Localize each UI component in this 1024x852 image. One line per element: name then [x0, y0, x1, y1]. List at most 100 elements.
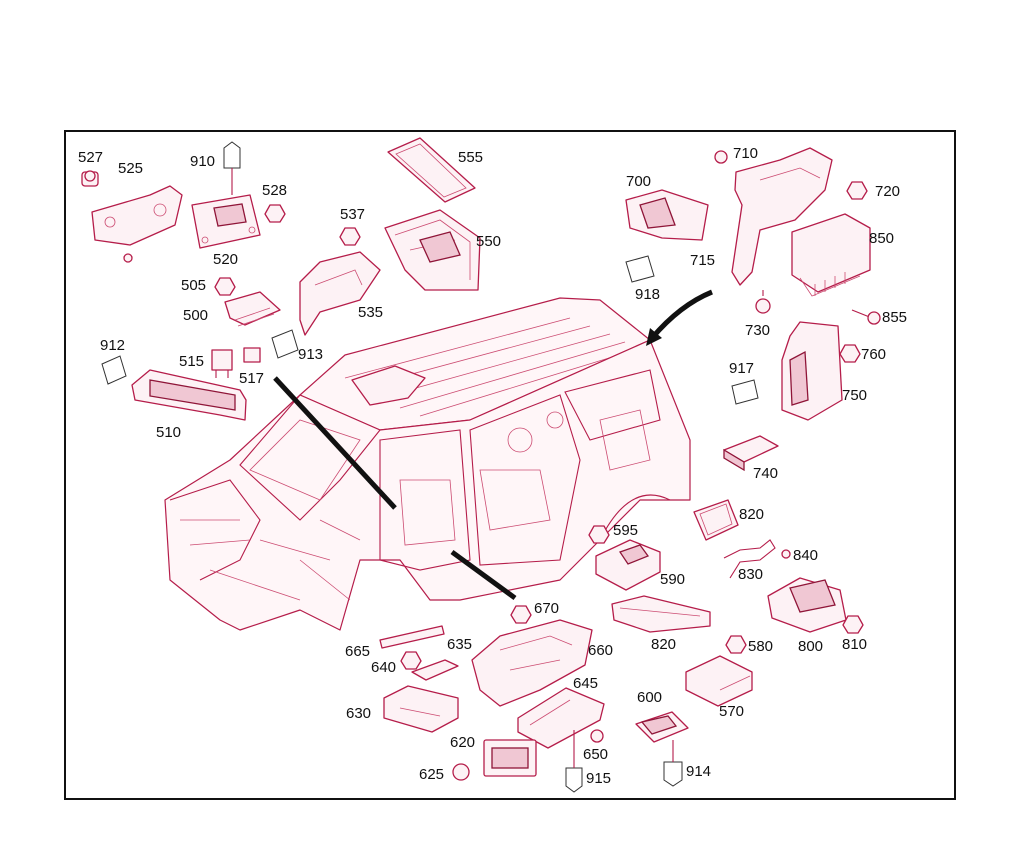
part-500-control-module [224, 291, 281, 327]
part-830-bracket [723, 539, 776, 579]
label-580: 580 [748, 638, 773, 655]
label-640: 640 [371, 659, 396, 676]
part-912-tag [101, 355, 127, 385]
label-515: 515 [179, 353, 204, 370]
label-595: 595 [613, 522, 638, 539]
part-528-nut [264, 204, 286, 223]
label-840: 840 [793, 547, 818, 564]
label-800: 800 [798, 638, 823, 655]
label-918: 918 [635, 286, 660, 303]
label-527: 527 [78, 149, 103, 166]
part-710-washer [714, 150, 728, 164]
part-525-bracket [91, 185, 183, 263]
label-730: 730 [745, 322, 770, 339]
part-800-control-module [767, 577, 847, 633]
label-630: 630 [346, 705, 371, 722]
label-740: 740 [753, 465, 778, 482]
part-665-strip [379, 625, 445, 649]
part-537-nut [339, 227, 361, 246]
label-670: 670 [534, 600, 559, 617]
label-810: 810 [842, 636, 867, 653]
label-710: 710 [733, 145, 758, 162]
part-914-tag [663, 740, 683, 787]
part-505-nut [214, 277, 236, 296]
label-550: 550 [476, 233, 501, 250]
label-510: 510 [156, 424, 181, 441]
part-600-control-module [635, 711, 689, 743]
label-910: 910 [190, 153, 215, 170]
label-520: 520 [213, 251, 238, 268]
part-590-control-module [595, 539, 661, 591]
label-590: 590 [660, 571, 685, 588]
part-915-tag [565, 730, 583, 793]
label-855: 855 [882, 309, 907, 326]
part-760-nut [839, 344, 861, 363]
part-855-bolt [851, 309, 881, 325]
label-830: 830 [738, 566, 763, 583]
part-517-relay [243, 347, 261, 363]
part-640-nut [400, 651, 422, 670]
label-915: 915 [586, 770, 611, 787]
label-913: 913 [298, 346, 323, 363]
label-635: 635 [447, 636, 472, 653]
part-625-nut [452, 763, 470, 781]
label-720: 720 [875, 183, 900, 200]
part-515-relay [211, 349, 233, 378]
label-525: 525 [118, 160, 143, 177]
leader-arrow-right [650, 289, 713, 340]
part-550-fuse-box [384, 209, 481, 291]
part-527-nut [81, 170, 99, 187]
diagram-frame [64, 130, 956, 800]
callout-labels: 527 525 910 528 520 555 537 550 535 505 … [78, 145, 907, 787]
label-917: 917 [729, 360, 754, 377]
label-750: 750 [842, 387, 867, 404]
vehicle-body-shell [164, 297, 691, 631]
label-700: 700 [626, 173, 651, 190]
part-820-lower-module [611, 595, 711, 633]
part-595-nut [588, 525, 610, 544]
label-535: 535 [358, 304, 383, 321]
label-645: 645 [573, 675, 598, 692]
label-820-lower: 820 [651, 636, 676, 653]
part-715-bracket [731, 147, 833, 286]
part-913-tag [271, 329, 299, 359]
leader-arrowhead-right [646, 328, 662, 346]
part-730-bolt [755, 290, 771, 314]
label-517: 517 [239, 370, 264, 387]
part-555-cover [387, 137, 476, 203]
label-555: 555 [458, 149, 483, 166]
part-650-nut [590, 729, 604, 743]
label-500: 500 [183, 307, 208, 324]
part-700-control-module [625, 189, 709, 241]
part-720-nut [846, 181, 868, 200]
part-620-control-module [483, 739, 537, 777]
label-620: 620 [450, 734, 475, 751]
label-570: 570 [719, 703, 744, 720]
label-914: 914 [686, 763, 711, 780]
leader-arrow-center [450, 549, 517, 601]
part-645-control-module [517, 687, 605, 749]
part-918-tag [625, 255, 655, 283]
part-917-tag [731, 379, 759, 405]
label-625: 625 [419, 766, 444, 783]
part-740-module [723, 435, 779, 472]
part-840-nut [781, 549, 791, 559]
label-715: 715 [690, 252, 715, 269]
part-820-upper-module [693, 499, 739, 541]
label-537: 537 [340, 206, 365, 223]
part-850-control-module [791, 213, 871, 297]
label-665: 665 [345, 643, 370, 660]
label-912: 912 [100, 337, 125, 354]
part-670-nut [510, 605, 532, 624]
part-660-bracket [471, 619, 593, 707]
part-580-nut [725, 635, 747, 654]
leader-arrow-left [273, 376, 397, 510]
label-760: 760 [861, 346, 886, 363]
part-810-nut [842, 615, 864, 634]
part-630-control-module [383, 685, 459, 733]
label-850: 850 [869, 230, 894, 247]
label-650: 650 [583, 746, 608, 763]
part-750-control-module [781, 321, 843, 421]
label-528: 528 [262, 182, 287, 199]
